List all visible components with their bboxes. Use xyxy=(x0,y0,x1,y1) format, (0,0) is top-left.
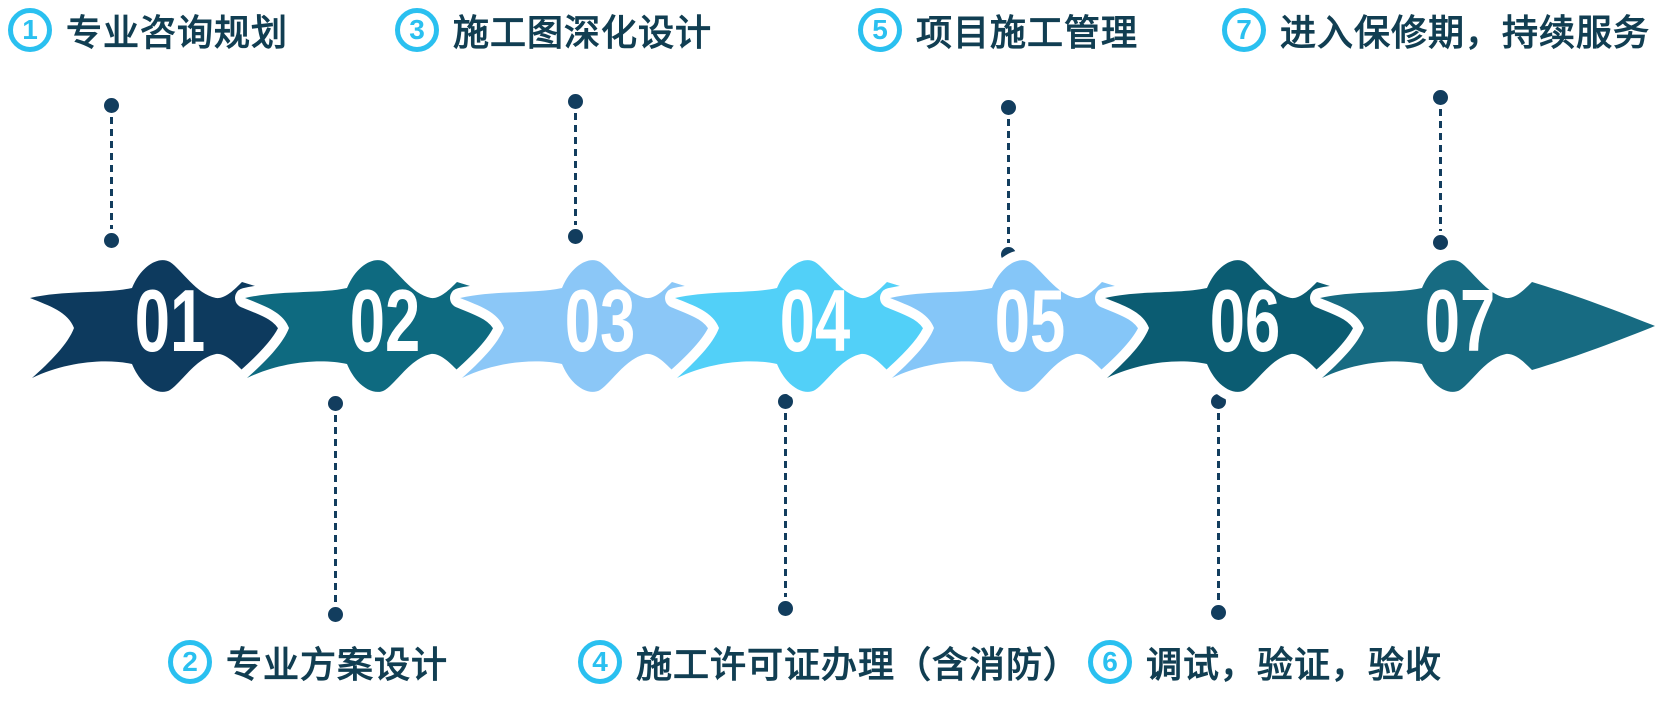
connector-1 xyxy=(104,98,119,248)
connector-7-dot-bottom xyxy=(1433,235,1448,250)
connector-5-dot-top xyxy=(1001,100,1016,115)
connector-6 xyxy=(1211,394,1226,620)
step-arrow-5: 05 xyxy=(880,248,1225,398)
step-number-2: 02 xyxy=(349,270,421,370)
connector-3-dot-top xyxy=(568,94,583,109)
step-arrow-2: 02 xyxy=(235,248,580,398)
step-label-1: 1 专业咨询规划 xyxy=(8,4,288,56)
step-label-text-6: 调试，验证，验收 xyxy=(1146,644,1443,685)
step-badge-3: 3 xyxy=(395,8,439,52)
step-label-text-1: 专业咨询规划 xyxy=(66,12,289,53)
step-arrow-1: 01 xyxy=(20,248,365,398)
step-label-text-2: 专业方案设计 xyxy=(226,644,449,685)
connector-2 xyxy=(328,396,343,622)
connector-5 xyxy=(1001,100,1016,262)
step-badge-6: 6 xyxy=(1088,640,1132,684)
connector-4-dashed-line xyxy=(784,413,787,597)
step-label-4: 4 施工许可证办理（含消防） xyxy=(578,636,1080,688)
step-number-1: 01 xyxy=(134,270,206,370)
connector-1-dot-bottom xyxy=(104,233,119,248)
step-arrow-7: 07 xyxy=(1310,248,1655,398)
step-badge-4: 4 xyxy=(578,640,622,684)
step-number-6: 06 xyxy=(1209,270,1281,370)
step-label-3: 3 施工图深化设计 xyxy=(395,4,712,56)
step-arrow-3: 03 xyxy=(450,248,795,398)
step-label-7: 7 进入保修期，持续服务 xyxy=(1222,4,1650,56)
connector-1-dot-top xyxy=(104,98,119,113)
step-label-5: 5 项目施工管理 xyxy=(858,4,1138,56)
step-label-text-3: 施工图深化设计 xyxy=(453,12,713,53)
connector-7-dashed-line xyxy=(1439,109,1442,231)
step-badge-1: 1 xyxy=(8,8,52,52)
connector-6-dot-bottom xyxy=(1211,605,1226,620)
connector-1-dashed-line xyxy=(110,117,113,229)
step-label-2: 2 专业方案设计 xyxy=(168,636,448,688)
step-number-4: 04 xyxy=(779,270,851,370)
connector-3-dashed-line xyxy=(574,113,577,225)
connector-4 xyxy=(778,394,793,616)
step-label-text-5: 项目施工管理 xyxy=(916,12,1139,53)
connector-7 xyxy=(1433,90,1448,250)
step-badge-7: 7 xyxy=(1222,8,1266,52)
step-label-text-4: 施工许可证办理（含消防） xyxy=(636,644,1081,685)
step-label-text-7: 进入保修期，持续服务 xyxy=(1280,12,1651,53)
connector-2-dot-bottom xyxy=(328,607,343,622)
connector-4-dot-bottom xyxy=(778,601,793,616)
step-badge-5: 5 xyxy=(858,8,902,52)
step-number-7: 07 xyxy=(1424,270,1496,370)
connector-6-dot-top xyxy=(1211,394,1226,409)
step-number-3: 03 xyxy=(564,270,636,370)
connector-4-dot-top xyxy=(778,394,793,409)
connector-3 xyxy=(568,94,583,244)
connector-6-dashed-line xyxy=(1217,413,1220,601)
connector-2-dot-top xyxy=(328,396,343,411)
step-badge-2: 2 xyxy=(168,640,212,684)
step-arrow-6: 06 xyxy=(1095,248,1440,398)
connector-3-dot-bottom xyxy=(568,229,583,244)
connector-7-dot-top xyxy=(1433,90,1448,105)
connector-2-dashed-line xyxy=(334,415,337,603)
step-number-5: 05 xyxy=(994,270,1066,370)
step-label-6: 6 调试，验证，验收 xyxy=(1088,636,1442,688)
step-arrow-4: 04 xyxy=(665,248,1010,398)
connector-5-dashed-line xyxy=(1007,119,1010,243)
